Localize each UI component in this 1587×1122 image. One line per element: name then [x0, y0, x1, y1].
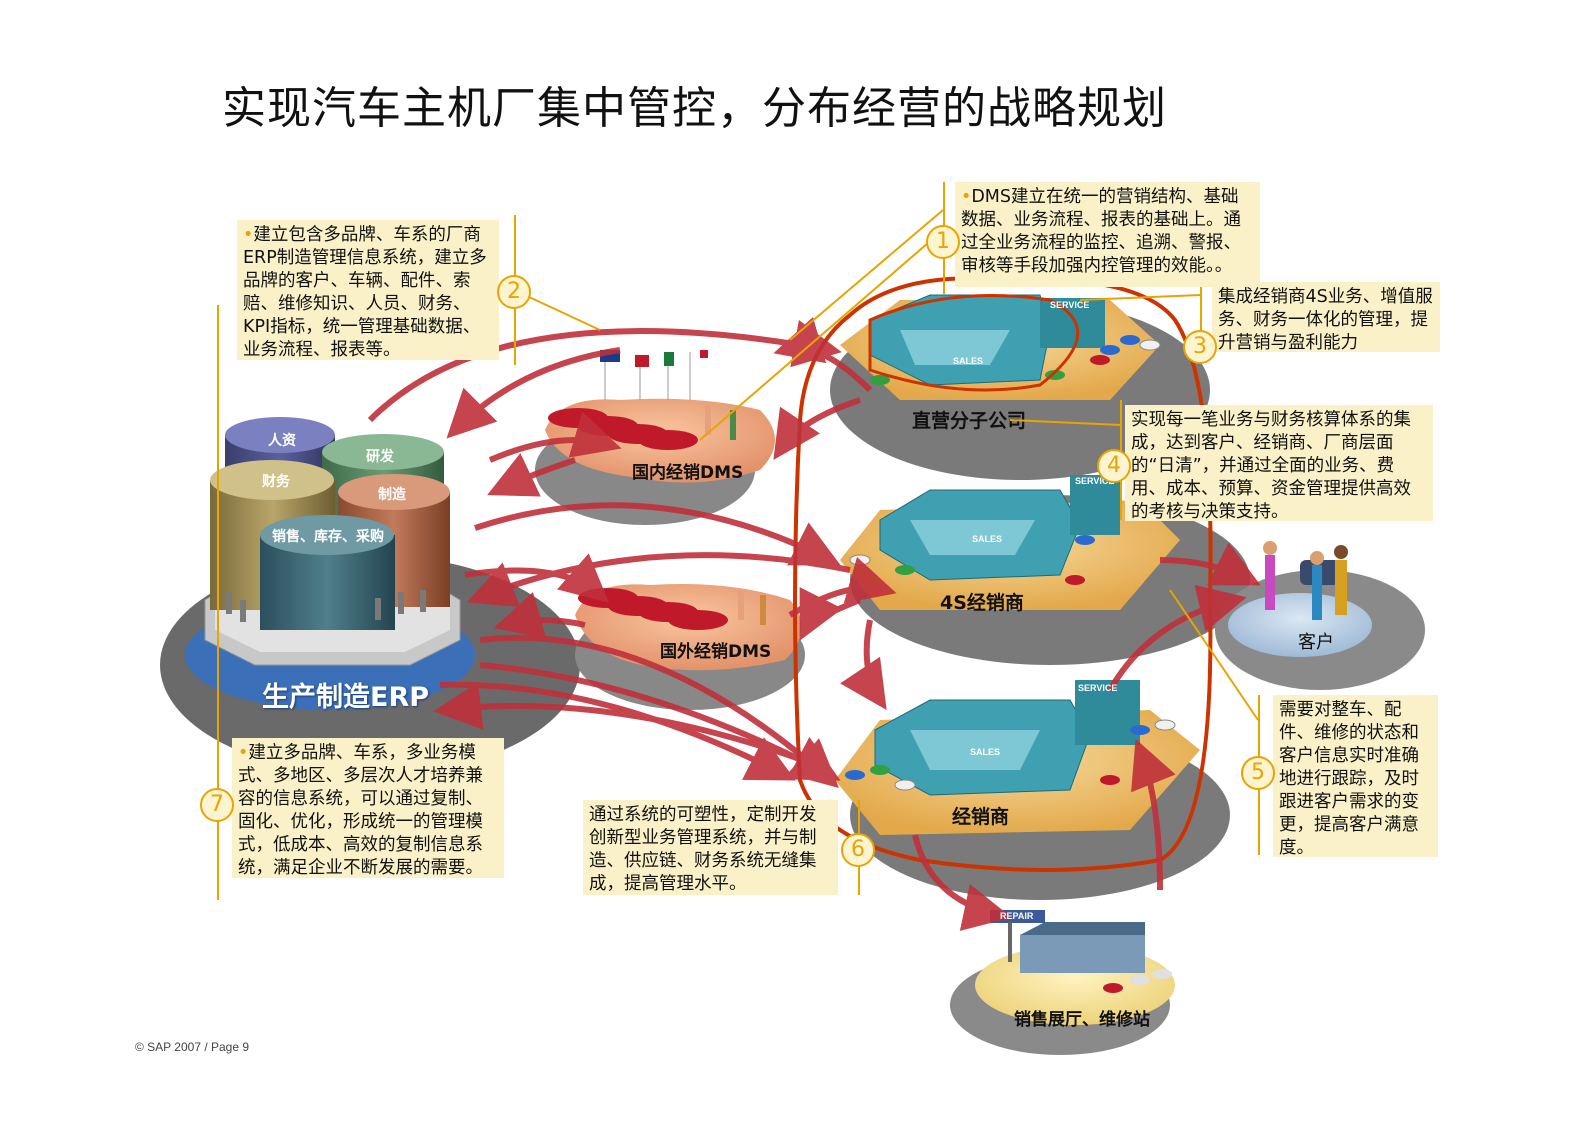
callout-text-6: 通过系统的可塑性，定制开发创新型业务管理系统，并与制造、供应链、财务系统无缝集成… [589, 805, 817, 894]
callout-note-1: •DMS建立在统一的营销结构、基础数据、业务流程、报表的基础上。通过全业务流程的… [955, 182, 1260, 287]
callout-number-5: 5 [1241, 756, 1275, 790]
callout-bullet-1: • [961, 187, 972, 207]
sales-sign-1: SALES [953, 356, 984, 366]
erp-label: 生产制造ERP [262, 682, 430, 713]
callout-note-7: •建立多品牌、车系，多业务模式、多地区、多层次人才培养兼容的信息系统，可以通过复… [232, 738, 504, 878]
callout-bullet-2: • [243, 225, 254, 245]
repair-sign: REPAIR [1000, 911, 1034, 921]
callout-number-1: 1 [926, 225, 960, 259]
service-sign-3: SERVICE [1078, 683, 1118, 693]
module-sales-inventory-purchase: 销售、库存、采购 [272, 529, 384, 545]
callout-number-2: 2 [497, 275, 531, 309]
callout-text-2: 建立包含多品牌、车系的厂商ERP制造管理信息系统，建立多品牌的客户、车辆、配件、… [243, 225, 487, 360]
showroom-label: 销售展厅、维修站 [1014, 1010, 1150, 1030]
callout-text-7: 建立多品牌、车系，多业务模式、多地区、多层次人才培养兼容的信息系统，可以通过复制… [238, 743, 483, 878]
callout-text-1: DMS建立在统一的营销结构、基础数据、业务流程、报表的基础上。通过全业务流程的监… [961, 187, 1241, 276]
foreign-dms-label: 国外经销DMS [660, 642, 772, 662]
module-finance: 财务 [262, 474, 290, 490]
callout-number-7: 7 [200, 788, 234, 822]
service-sign-1: SERVICE [1050, 300, 1090, 310]
footer-copyright: © SAP 2007 / Page 9 [135, 1040, 250, 1054]
dealer-4s-label: 4S经销商 [940, 592, 1024, 614]
callout-note-2: •建立包含多品牌、车系的厂商ERP制造管理信息系统，建立多品牌的客户、车辆、配件… [237, 220, 499, 360]
callout-number-3: 3 [1183, 330, 1217, 364]
callout-number-6: 6 [841, 833, 875, 867]
page-title: 实现汽车主机厂集中管控，分布经营的战略规划 [222, 83, 1167, 134]
sales-sign-2: SALES [972, 534, 1003, 544]
callout-line-3 [1200, 280, 1202, 350]
callout-text-4: 实现每一笔业务与财务核算体系的集成，达到客户、经销商、厂商层面的“日清”，并通过… [1131, 410, 1411, 522]
module-manufacturing: 制造 [378, 487, 406, 503]
callout-bullet-7: • [238, 743, 249, 763]
customer-label: 客户 [1298, 632, 1334, 653]
callout-text-3: 集成经销商4S业务、增值服务、财务一体化的管理，提升营销与盈利能力 [1218, 287, 1433, 353]
callout-note-5: 需要对整车、配件、维修的状态和客户信息实时准确地进行跟踪，及时跟进客户需求的变更… [1273, 695, 1438, 858]
service-sign-2: SERVICE [1075, 476, 1115, 486]
callout-note-3: 集成经销商4S业务、增值服务、财务一体化的管理，提升营销与盈利能力 [1212, 282, 1440, 353]
domestic-dms-label: 国内经销DMS [632, 463, 744, 483]
callout-number-4: 4 [1097, 449, 1131, 483]
callout-note-6: 通过系统的可塑性，定制开发创新型业务管理系统，并与制造、供应链、财务系统无缝集成… [583, 800, 838, 895]
module-hr: 人资 [268, 433, 296, 449]
callout-note-4: 实现每一笔业务与财务核算体系的集成，达到客户、经销商、厂商层面的“日清”，并通过… [1125, 405, 1433, 522]
callout-text-5: 需要对整车、配件、维修的状态和客户信息实时准确地进行跟踪，及时跟进客户需求的变更… [1279, 700, 1419, 858]
callout-line-7 [217, 305, 219, 900]
module-rnd: 研发 [366, 449, 394, 465]
dealer-label: 经销商 [952, 806, 1010, 828]
direct-branch-label: 直营分子公司 [912, 410, 1027, 432]
sales-sign-3: SALES [970, 747, 1001, 757]
